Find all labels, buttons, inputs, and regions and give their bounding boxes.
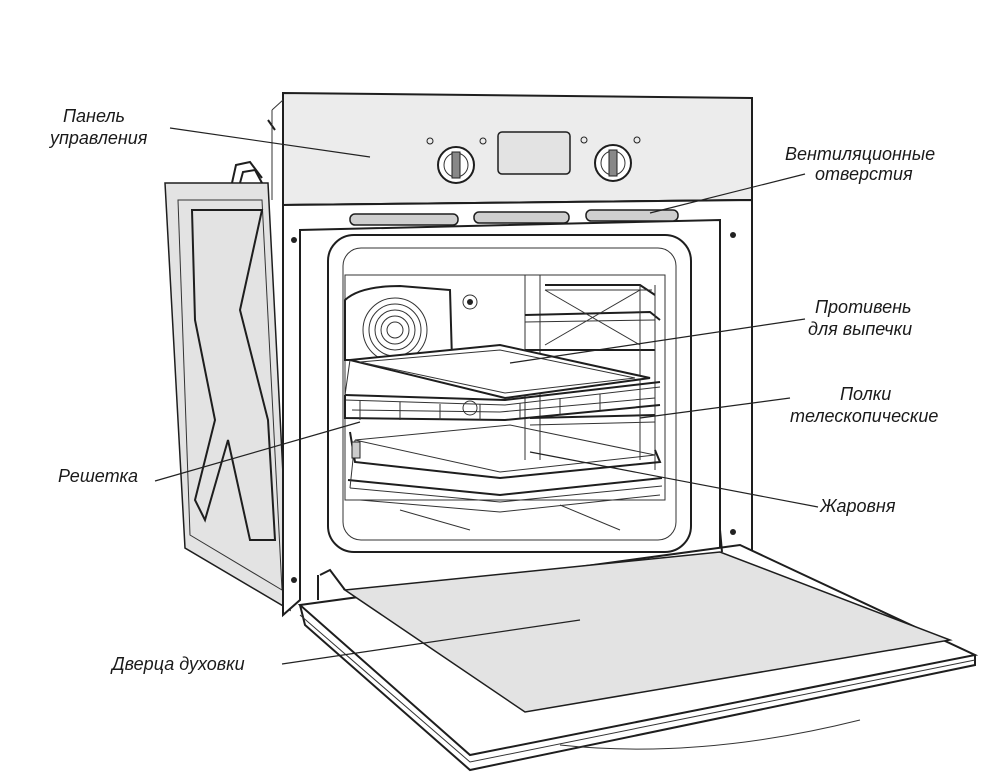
leader-vents	[649, 173, 806, 214]
label-grill-rack: Решетка	[58, 466, 138, 486]
label-control-panel-line1: Панель	[63, 106, 125, 126]
leader-baking-tray	[509, 318, 806, 364]
leader-oven-door	[281, 619, 581, 665]
leader-telescopic-shelves	[639, 397, 791, 419]
label-baking-tray-line1: Противень	[815, 297, 911, 317]
roasting-pan-graphic	[347, 424, 663, 531]
oven-front-frame	[282, 198, 753, 618]
label-baking-tray-line2: для выпечки	[808, 319, 912, 339]
leader-grill-rack	[154, 421, 361, 482]
baking-tray-graphic	[344, 343, 661, 406]
grill-rack-graphic	[344, 394, 661, 422]
leader-roasting-pan	[529, 451, 819, 508]
control-panel-graphic	[271, 91, 753, 207]
leader-control-panel	[169, 127, 371, 158]
leader-lines	[154, 127, 819, 665]
oven-cavity	[327, 234, 692, 553]
oven-side-body	[164, 119, 291, 612]
telescopic-rails	[524, 275, 661, 470]
oven-door-graphic	[297, 529, 979, 772]
label-oven-door: Дверца духовки	[110, 654, 245, 674]
label-vents-line1: Вентиляционные	[785, 144, 935, 164]
label-telescopic-shelves-line2: телескопические	[790, 406, 938, 426]
label-telescopic-shelves-line1: Полки	[840, 384, 891, 404]
label-vents-line2: отверстия	[815, 164, 913, 184]
label-roasting-pan: Жаровня	[819, 496, 896, 516]
label-control-panel-line2: управления	[48, 128, 148, 148]
